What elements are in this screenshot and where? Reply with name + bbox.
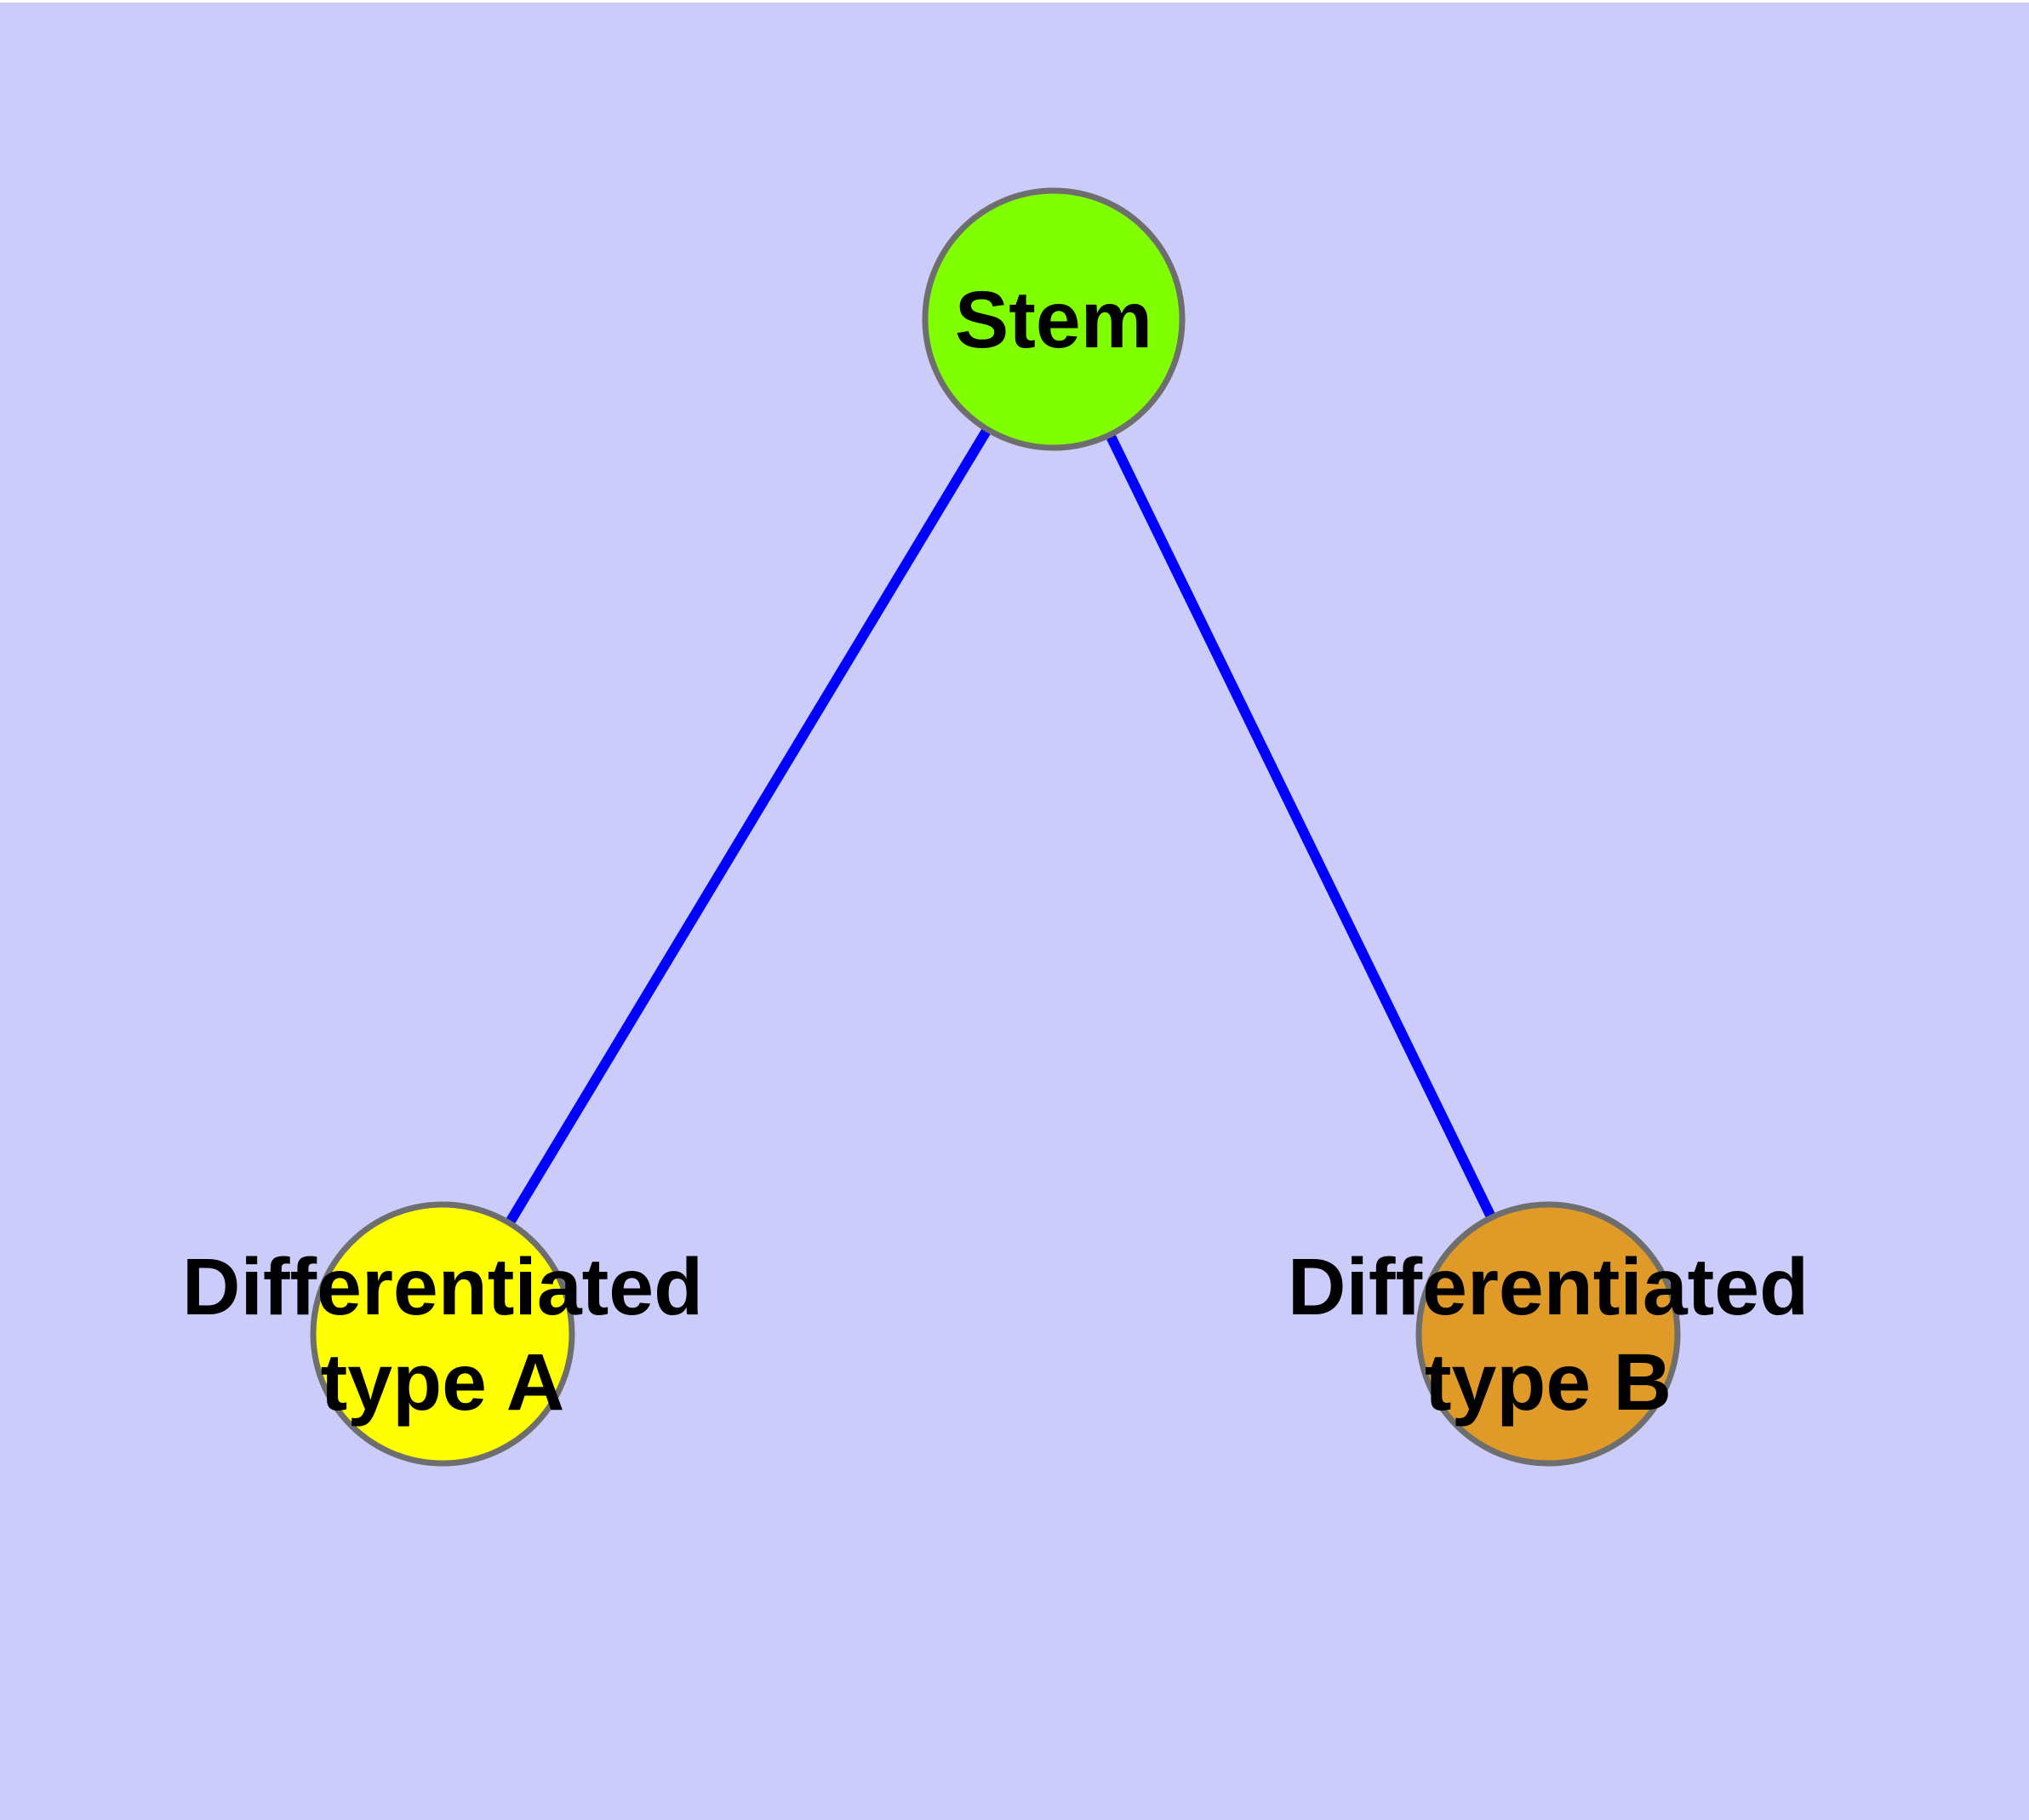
node-shape-stem[interactable] — [922, 187, 1186, 451]
node-label-diff_b-line-0: Differentiated — [1288, 1242, 1809, 1332]
node-label-diff_a-line-1: type A — [321, 1337, 565, 1428]
node-label-stem-line-0: Stem — [955, 275, 1152, 365]
node-shape-diff_b[interactable] — [1415, 1201, 1681, 1467]
node-shape-diff_a[interactable] — [310, 1201, 575, 1467]
graph-edge-stem-diff_b — [1104, 431, 1497, 1222]
edge-layer — [504, 425, 1497, 1228]
node-label-diff_a-line-0: Differentiated — [182, 1242, 703, 1332]
graph-edge-stem-diff_a — [504, 425, 993, 1228]
node-label-diff_b-line-1: type B — [1425, 1337, 1672, 1428]
graph-node-stem[interactable]: Stem — [922, 187, 1186, 451]
